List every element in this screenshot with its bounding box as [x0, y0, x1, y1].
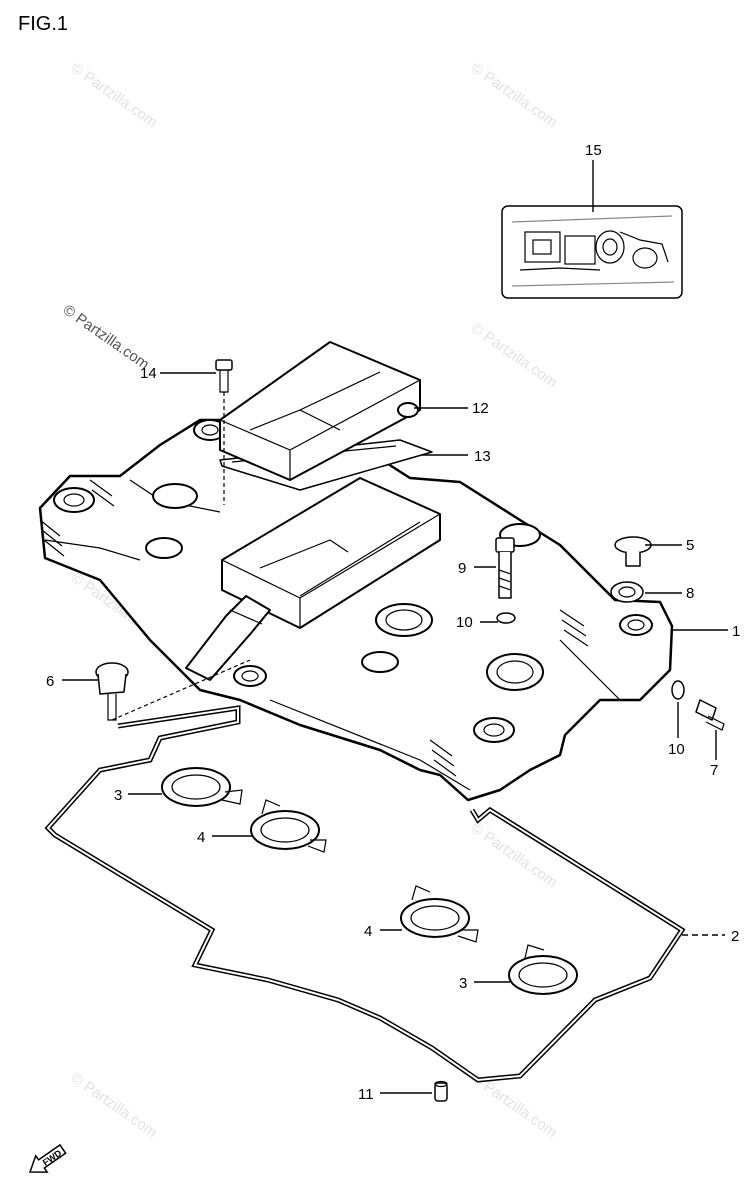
part-3-plug-gasket-a	[161, 767, 243, 807]
callout-4: 4	[364, 923, 372, 940]
callout-2: 2	[731, 928, 739, 945]
watermark: © Partzilla.com	[68, 59, 161, 131]
part-11-dowel-pin	[434, 1080, 448, 1102]
callout-10: 10	[668, 741, 685, 758]
part-6-grommet-bolt	[95, 659, 251, 721]
leader-lines	[62, 160, 728, 1094]
callout-15: 15	[585, 142, 602, 159]
callout-11: 11	[358, 1086, 374, 1103]
part-14-bolt	[215, 359, 233, 505]
figure-title: FIG.1	[18, 13, 68, 35]
part-1-cylinder-head-cover	[38, 418, 674, 802]
watermark: © Partzilla.com	[68, 1069, 161, 1141]
callout-7: 8	[686, 585, 694, 602]
forward-direction-arrow-icon: FWD	[28, 1143, 67, 1173]
callout-14: 14	[140, 365, 157, 382]
watermark-dark: © Partzilla.com	[60, 301, 153, 373]
callout-labels: 15 14 12 13 5 9 8 10 1 6 10 7 3 4 4 2 3 …	[46, 142, 740, 1103]
part-10-washer-a	[496, 612, 516, 624]
watermark: © Partzilla.com	[468, 59, 561, 131]
callout-12: 12	[472, 400, 489, 417]
callout-13: 13	[474, 448, 491, 465]
part-15-gasket-set	[501, 205, 683, 299]
callout-1: 1	[732, 623, 740, 640]
callout-9: 7	[710, 762, 718, 779]
callout-8: 9	[458, 560, 466, 577]
callout-3: 3	[459, 975, 467, 992]
callout-10: 10	[456, 614, 473, 631]
part-5-grommet	[614, 536, 652, 567]
callout-4: 4	[197, 829, 205, 846]
watermark: © Partzilla.com	[468, 319, 561, 391]
part-8-bolt	[495, 537, 515, 599]
callout-3: 3	[114, 787, 122, 804]
callout-6: 6	[46, 673, 54, 690]
part-4-plug-gasket-b	[400, 885, 479, 943]
watermark: © Partzilla.com	[468, 819, 561, 891]
part-10-washer-b	[671, 680, 685, 700]
part-4-plug-gasket-a	[250, 799, 327, 853]
part-7-seal-washer	[610, 581, 644, 603]
part-2-cover-gasket	[44, 705, 686, 1083]
part-9-bolt	[695, 699, 725, 731]
part-3-plug-gasket-b	[508, 944, 578, 995]
part-12-breather-cover	[219, 341, 421, 481]
callout-5: 5	[686, 537, 694, 554]
